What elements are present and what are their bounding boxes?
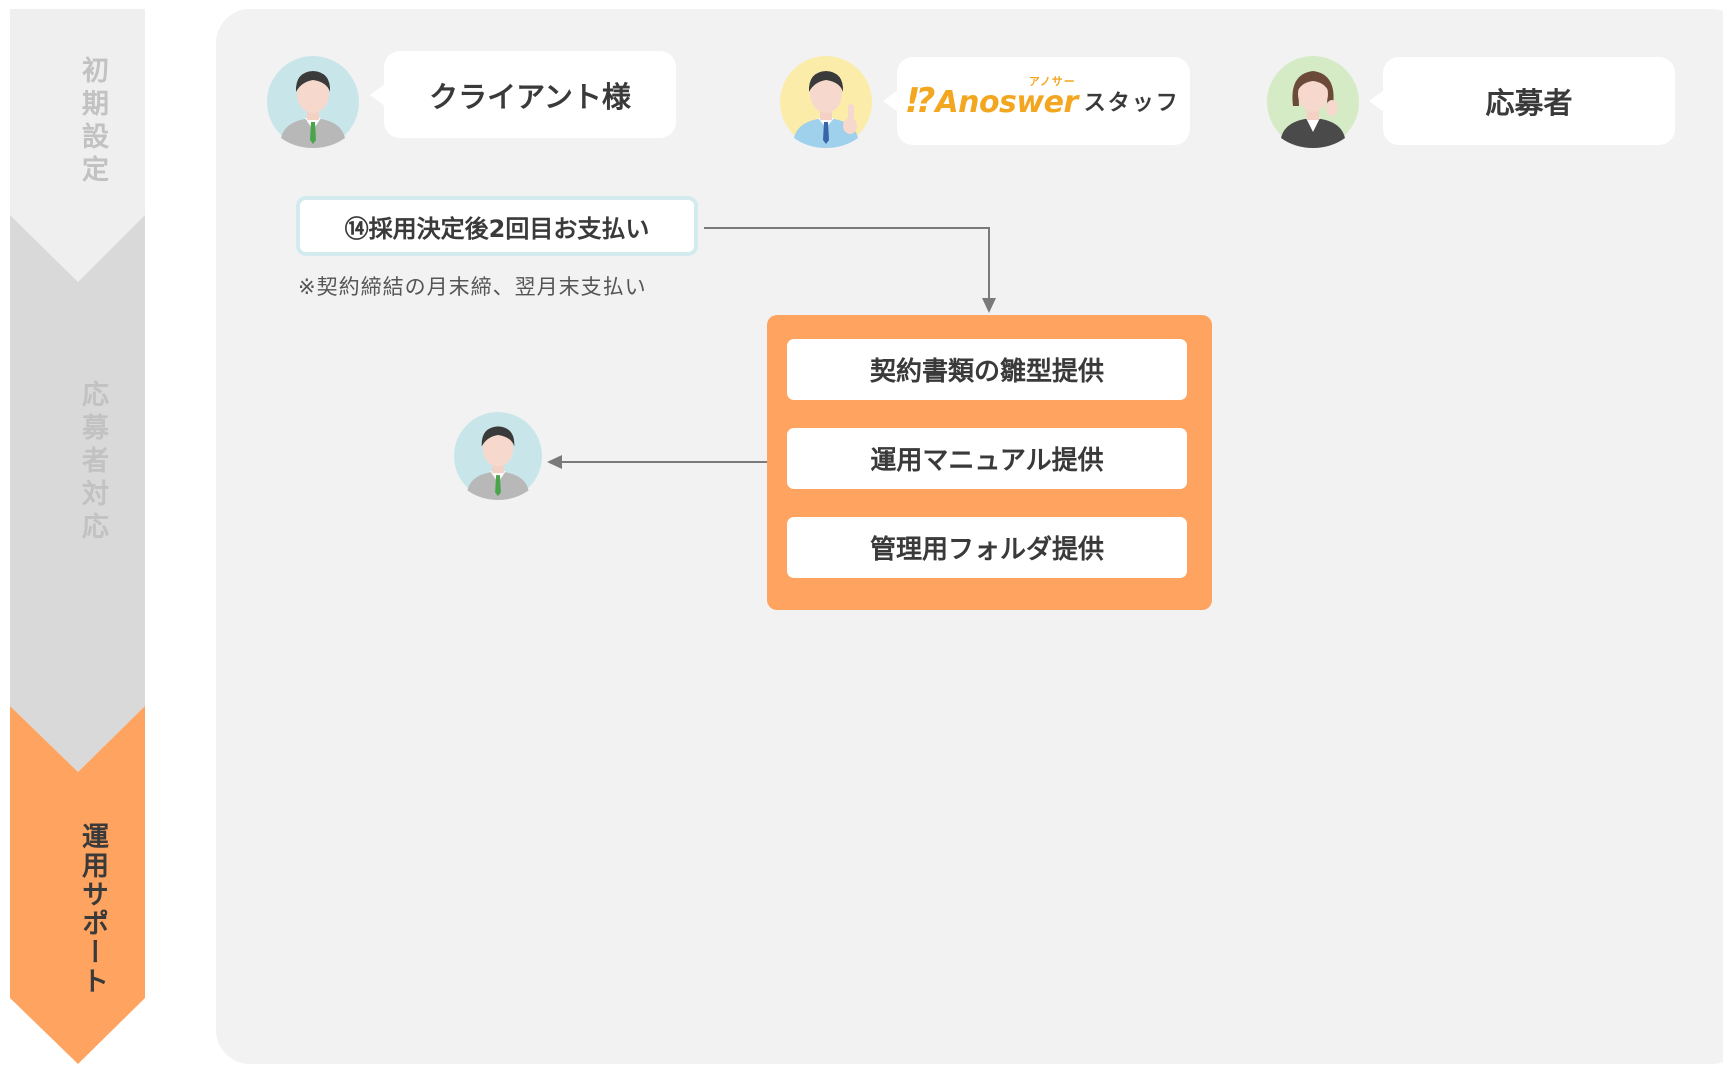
staff-pointing-avatar-icon: [780, 56, 872, 148]
payment-to-services-arrow: [704, 227, 990, 300]
service-item-templates: 契約書類の雛型提供: [787, 339, 1187, 400]
businesswoman-avatar-icon: [1267, 56, 1359, 148]
service-item-manual: 運用マニュアル提供: [787, 428, 1187, 489]
applicant-role-label: 応募者: [1485, 86, 1573, 120]
applicant-role-bubble: 応募者: [1369, 57, 1675, 145]
businessman-avatar-icon: [267, 56, 359, 148]
client-role-label: クライアント様: [429, 79, 631, 114]
service-item-label: 契約書類の雛型提供: [869, 357, 1104, 387]
anoswer-logo-text: Anoswer: [935, 85, 1078, 120]
step-2-label: 応募者対応: [77, 380, 108, 545]
step-rail-shapes: [10, 9, 145, 1064]
anoswer-logo-mark: ⁉: [907, 81, 936, 121]
step-3-shape: [10, 706, 145, 1064]
staff-role-label: スタッフ: [1083, 91, 1180, 116]
service-item-label: 運用マニュアル提供: [870, 446, 1104, 476]
payment-step-label: ⑭採用決定後2回目お支払い: [344, 214, 650, 243]
support-services-box: 契約書類の雛型提供 運用マニュアル提供 管理用フォルダ提供: [767, 315, 1212, 610]
step-3-label: 運用サポート: [77, 822, 108, 996]
payment-step-box: ⑭採用決定後2回目お支払い: [296, 196, 698, 256]
client-arrowhead: [547, 455, 562, 469]
client-role-bubble: クライアント様: [370, 51, 676, 138]
client-avatar-icon: [454, 412, 542, 500]
step-1-label: 初期設定: [77, 56, 108, 188]
step-2-shape: [10, 215, 145, 772]
payment-arrowhead: [982, 298, 996, 313]
anoswer-logo-kana: アノサー: [1028, 75, 1076, 88]
step-1-shape: [10, 9, 145, 282]
step-rail: 初期設定 応募者対応 運用サポート: [0, 0, 150, 1064]
service-item-label: 管理用フォルダ提供: [869, 535, 1104, 565]
payment-note: ※契約締結の月末締、翌月末支払い: [298, 275, 647, 299]
service-item-folder: 管理用フォルダ提供: [787, 517, 1187, 578]
